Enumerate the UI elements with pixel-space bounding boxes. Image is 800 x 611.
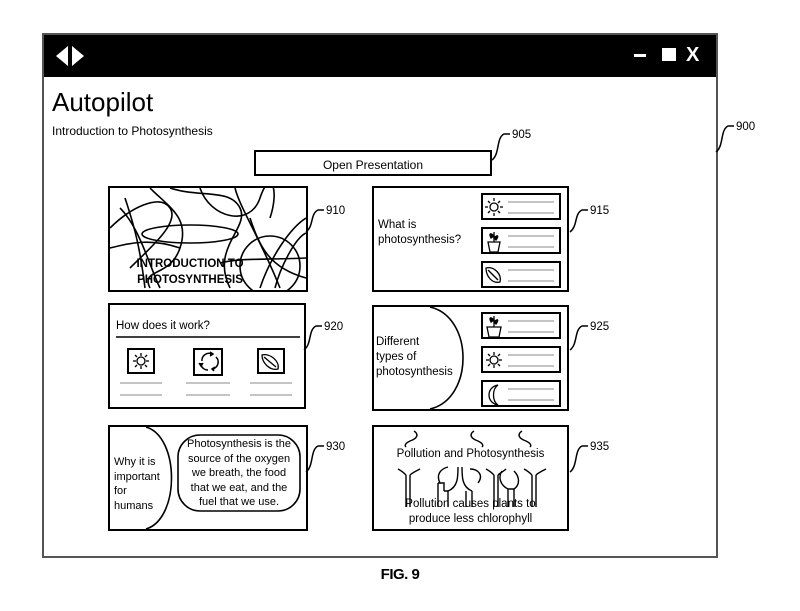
bubble-text-line: Photosynthesis is the (187, 438, 291, 450)
side-text: Why it is important for humans (114, 455, 160, 513)
ref-numeral: 915 (590, 205, 610, 217)
ref-numeral: 910 (326, 205, 346, 217)
caption-line: produce less chlorophyll (408, 513, 533, 525)
importance-shapes (145, 427, 301, 529)
bubble-text-line: source of the oxygen (187, 452, 291, 465)
slide-caption: Pollution causes plants to produce less … (374, 497, 567, 527)
title-bar: X (44, 35, 716, 77)
app-title: Autopilot (52, 87, 154, 117)
sun-icon (486, 352, 502, 368)
figure-label: FIG. 9 (380, 566, 420, 583)
bubble-text-line: that we eat, and the (190, 481, 288, 494)
caption-line: Pollution causes plants to (405, 498, 536, 510)
speech-bubble-text: Photosynthesis is the source of the oxyg… (178, 437, 300, 510)
slide-text-line: Different (376, 336, 420, 348)
bubble-text-line: fuel that we use. (198, 496, 280, 508)
slide-thumbnail-importance[interactable]: Why it is important for humans Photosynt… (108, 425, 308, 531)
slide-text: Different types of photosynthesis (376, 335, 453, 380)
cycle-arrows-icon (198, 351, 219, 372)
leaf-icon (261, 354, 279, 370)
sun-icon (133, 353, 149, 369)
slide-thumbnail-types[interactable]: Different types of photosynthesis (372, 305, 569, 411)
slide-title: INTRODUCTION TO PHOTOSYNTHESIS (110, 256, 270, 288)
bubble-text-line: we breath, the food (191, 467, 287, 479)
ref-numeral: 925 (590, 321, 610, 333)
list-item (481, 227, 561, 254)
slide-thumbnail-what-is[interactable]: What is photosynthesis? (372, 186, 569, 292)
slide-heading: How does it work? (116, 320, 210, 332)
side-text-line: important (114, 470, 160, 483)
types-list (429, 307, 561, 409)
smokestacks-graphic (397, 430, 547, 507)
list-item (481, 193, 561, 220)
item-list (481, 193, 561, 288)
side-text-line: for (114, 485, 127, 497)
slide-title-line: INTRODUCTION TO (136, 258, 244, 270)
crescent-moon-icon (488, 384, 499, 406)
ref-numeral: 935 (590, 441, 610, 453)
leader-900 (715, 125, 734, 153)
process-icons (116, 336, 300, 396)
slide-title-line: PHOTOSYNTHESIS (137, 274, 243, 286)
list-item (481, 380, 561, 407)
leaf-icon (485, 267, 501, 283)
side-text-line: Why it is (114, 456, 156, 468)
list-item (481, 312, 561, 339)
ref-numeral: 900 (736, 121, 756, 133)
back-arrow-icon[interactable] (56, 46, 68, 66)
app-window: X Autopilot Introduction to Photosynthes… (42, 33, 718, 558)
slide-thumbnail-introduction[interactable]: INTRODUCTION TO PHOTOSYNTHESIS (108, 186, 308, 292)
close-icon[interactable]: X (686, 44, 700, 66)
potted-plant-icon (486, 316, 502, 338)
open-presentation-button[interactable]: Open Presentation (254, 150, 492, 176)
minimize-icon[interactable] (634, 54, 646, 57)
slide-title: Pollution and Photosynthesis (396, 448, 545, 460)
scribble-background (110, 188, 306, 290)
slide-thumbnail-pollution[interactable]: Pollution and Photosynthesis Pollution c… (372, 425, 569, 531)
maximize-icon[interactable] (662, 48, 676, 61)
ref-numeral: 905 (512, 129, 532, 141)
list-item (481, 261, 561, 288)
list-item (481, 346, 561, 373)
slide-text-line: types of (376, 351, 417, 363)
presentation-subtitle: Introduction to Photosynthesis (52, 124, 213, 138)
ref-numeral: 930 (326, 441, 346, 453)
ref-numeral: 920 (324, 321, 344, 333)
slide-text-line: What is (378, 219, 417, 231)
slide-text: What is photosynthesis? (378, 218, 461, 248)
slide-text-line: photosynthesis? (378, 234, 462, 246)
slide-text-line: photosynthesis (376, 366, 453, 378)
forward-arrow-icon[interactable] (72, 46, 84, 66)
side-text-line: humans (114, 499, 154, 512)
sun-icon (485, 198, 503, 216)
potted-plant-icon (487, 232, 501, 253)
slide-thumbnail-how-it-works[interactable]: How does it work? (108, 303, 306, 409)
